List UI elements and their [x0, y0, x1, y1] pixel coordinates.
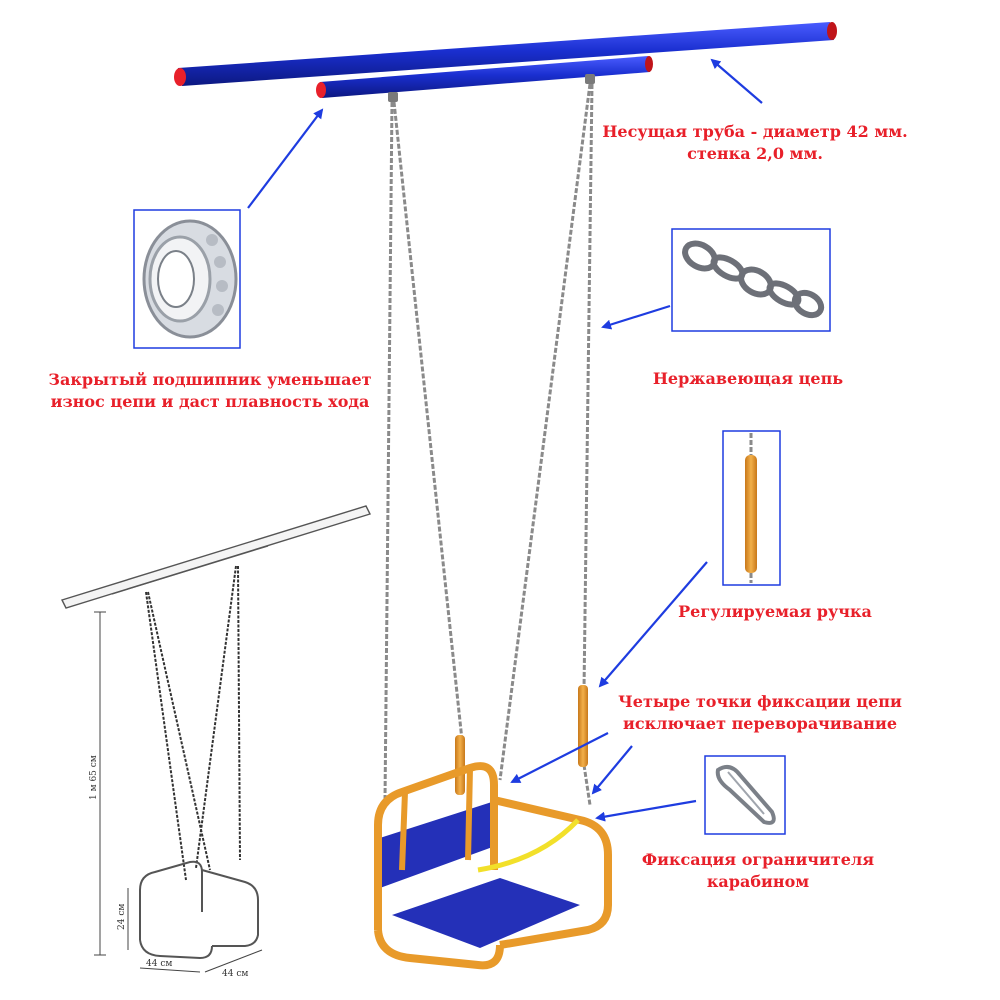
bearing-icon: [133, 209, 241, 349]
label-carabiner: Фиксация ограничителя карабином: [628, 849, 888, 893]
label-handle: Регулируемая ручка: [675, 601, 875, 623]
axle-end-right: [645, 56, 653, 72]
arrow-handle: [598, 561, 708, 688]
schematic-chain-1: [145, 591, 187, 881]
chain-back-left: [392, 101, 464, 741]
schematic-chain-2: [147, 591, 211, 871]
label-carabiner-line2: карабином: [706, 872, 810, 891]
label-bearing-line2: износ цепи и даст плавность хода: [50, 392, 370, 411]
arrow-chain: [601, 304, 671, 330]
chain-front-right: [498, 83, 592, 781]
support-pipe: [174, 22, 837, 86]
pipe-end-left: [174, 68, 186, 86]
dim-seat-height: 24 см: [117, 904, 127, 930]
chain-front-left: [383, 101, 394, 801]
label-pipe-line2: стенка 2,0 мм.: [687, 144, 823, 163]
label-fixation-points: Четыре точки фиксации цепи исключает пер…: [615, 691, 905, 735]
chain-back-right: [582, 83, 594, 691]
seat-frame: [374, 762, 612, 970]
chain-icon: [671, 228, 831, 332]
schematic-chain-4: [237, 565, 241, 861]
chains: [383, 83, 594, 806]
handle-left: [455, 735, 465, 795]
restraint-bar: [477, 818, 580, 873]
label-bearing: Закрытый подшипник уменьшает износ цепи …: [40, 369, 380, 413]
seat-back-panel: [380, 800, 498, 888]
pipe-end-right: [827, 22, 837, 40]
dim-height: 1 м 65 см: [89, 755, 99, 800]
seat-bottom-panel: [392, 878, 580, 948]
swing-seat: [374, 685, 612, 970]
arrow-fixation-1: [510, 732, 609, 783]
arrow-pipe: [710, 58, 763, 104]
label-handle-text: Регулируемая ручка: [678, 602, 872, 621]
handle-right: [578, 685, 588, 767]
handle-icon: [722, 430, 781, 586]
schematic-pipe: [61, 505, 371, 609]
arrow-bearing: [247, 108, 324, 209]
schematic-chain-3: [195, 565, 237, 869]
axle-end-left: [316, 82, 326, 98]
dim-width: 44 см: [222, 969, 248, 979]
label-carabiner-line1: Фиксация ограничителя: [641, 850, 875, 869]
label-chain: Нержавеющая цепь: [648, 368, 848, 390]
schematic-seat: [139, 860, 259, 960]
seat-frame-uprights: [399, 767, 473, 871]
label-fixation-line2: исключает переворачивание: [622, 714, 897, 733]
bearing-mount-right: [585, 74, 595, 84]
label-pipe: Несущая труба - диаметр 42 мм. стенка 2,…: [600, 121, 910, 165]
arrow-fixation-2: [591, 745, 633, 795]
schematic-drawing: [61, 505, 371, 973]
carabiner-icon: [704, 755, 786, 835]
label-bearing-line1: Закрытый подшипник уменьшает: [48, 370, 372, 389]
dim-depth: 44 см: [146, 959, 172, 969]
label-pipe-line1: Несущая труба - диаметр 42 мм.: [602, 122, 908, 141]
chain-bottom-right: [582, 764, 592, 806]
arrow-carabiner: [595, 799, 697, 822]
label-fixation-line1: Четыре точки фиксации цепи: [618, 692, 902, 711]
label-chain-text: Нержавеющая цепь: [652, 369, 844, 388]
bearing-mount-left: [388, 92, 398, 102]
arrows: [247, 58, 763, 822]
swing-axle-pipe: [316, 56, 653, 102]
